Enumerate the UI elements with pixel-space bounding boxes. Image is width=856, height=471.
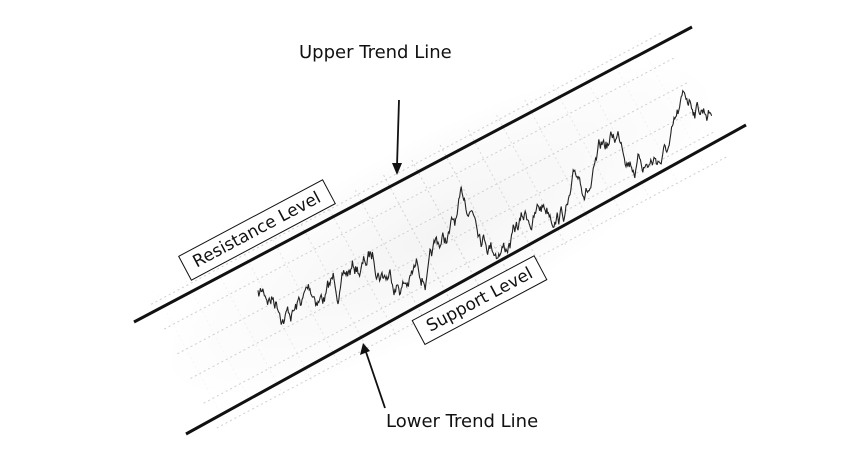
grid-line [177,81,690,355]
price-line [257,89,713,325]
grid-line [326,204,398,338]
lower-trend-line-label: Lower Trend Line [386,411,539,432]
grid-line [552,84,624,218]
grid-line [383,174,455,308]
upper-trend-line-label: Upper Trend Line [299,42,452,63]
upper-arrow [392,99,402,175]
grid-line [163,56,677,330]
lower-trend-line [185,123,747,436]
upper-trend-line [133,25,693,324]
grid-shade [171,68,709,392]
grid-line [150,31,664,305]
lower-arrow [360,343,386,409]
